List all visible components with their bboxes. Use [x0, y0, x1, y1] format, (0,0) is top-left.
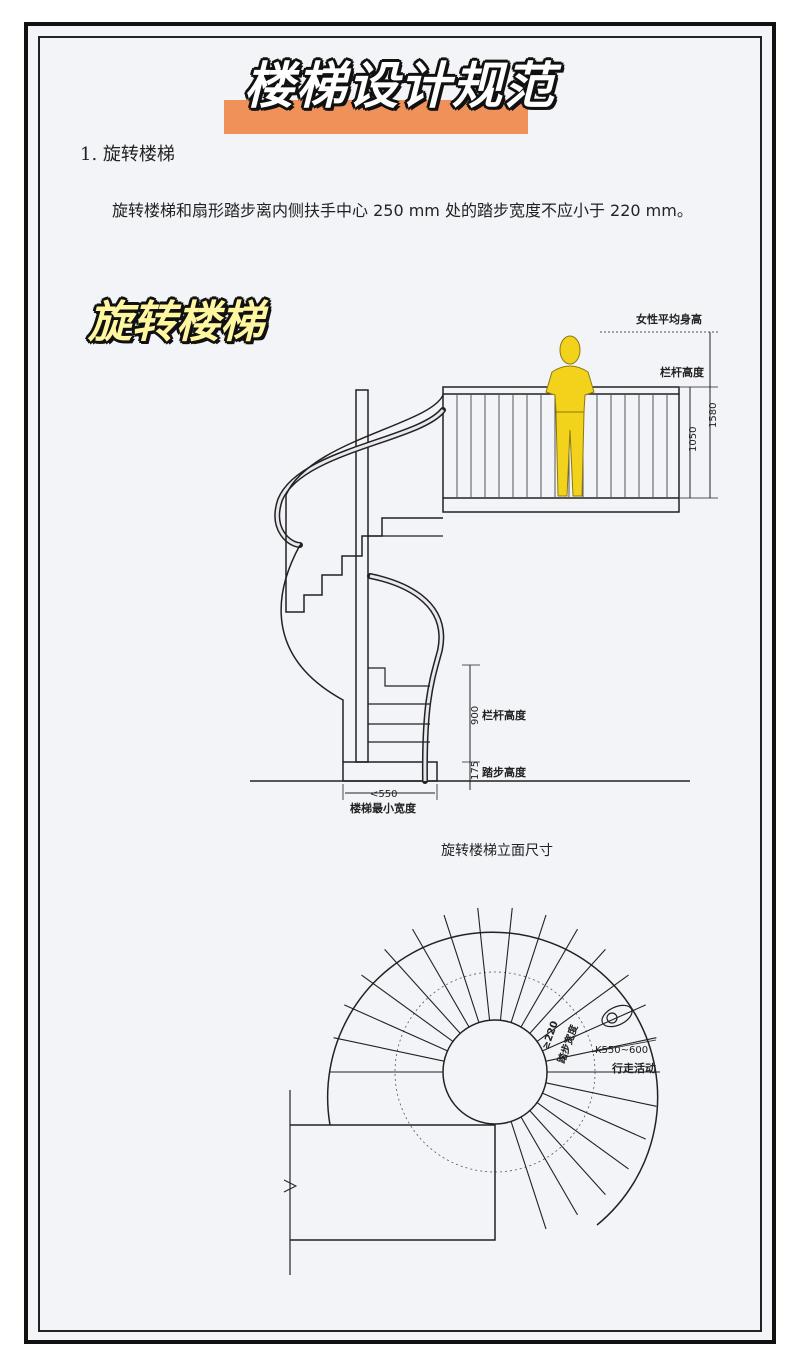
dim-550: <550	[370, 789, 397, 800]
plan-tread-line	[529, 949, 606, 1034]
plan-tread-line	[536, 974, 629, 1042]
plan-tread-line	[499, 907, 513, 1021]
plan-tread-line	[536, 1102, 629, 1170]
plan-walk-label: 行走活动	[611, 1061, 656, 1075]
plan-core	[442, 1019, 548, 1125]
plan-tread-line	[344, 1004, 448, 1052]
plan-tread-dim: ≥220	[540, 1020, 560, 1051]
person-top-view	[601, 1004, 633, 1028]
plan-tread-line	[520, 928, 578, 1028]
handrail-upper	[274, 407, 446, 548]
title-highlight	[224, 100, 528, 134]
label-railing-height-bottom: 栏杆高度	[482, 708, 527, 722]
plan-tread-line	[510, 914, 547, 1023]
sub-title: 旋转楼梯	[88, 297, 264, 348]
woman-figure	[545, 335, 595, 497]
stair-stringer-lower	[280, 544, 344, 762]
plan-tread-line	[412, 928, 470, 1028]
plan-tread-line	[529, 1110, 606, 1195]
plan-tread-line	[443, 914, 480, 1023]
upper-platform	[442, 497, 680, 513]
label-min-width: 楼梯最小宽度	[350, 801, 417, 815]
plan-tread-line	[545, 1037, 657, 1062]
section-heading: 1. 旋转楼梯	[80, 144, 175, 165]
elevation-caption: 旋转楼梯立面尺寸	[441, 843, 553, 859]
plan-outer-arc	[326, 931, 659, 1226]
plan-tread-line	[542, 1004, 646, 1052]
plan-tread-line	[361, 974, 454, 1042]
label-railing-height-top: 栏杆高度	[660, 365, 705, 379]
stair-base	[342, 761, 438, 782]
inner-frame	[38, 36, 762, 1332]
plan-walk-width: K550~600	[595, 1045, 648, 1056]
plan-tread-line	[510, 1121, 547, 1230]
label-step-height: 踏步高度	[482, 765, 527, 779]
stair-stringer-upper	[285, 394, 444, 613]
plan-tread-line	[333, 1037, 445, 1062]
page-title: 楼梯设计规范	[244, 57, 556, 115]
dim-175: 175	[470, 761, 481, 780]
plan-drawing: ≥220 踏步宽度 K550~600 行走活动	[283, 907, 660, 1275]
plan-landing	[290, 1124, 496, 1241]
label-woman-height: 女性平均身高	[636, 312, 702, 326]
outer-frame	[24, 22, 776, 1344]
plan-tread-line	[384, 949, 461, 1034]
dim-1580: 1580	[708, 403, 719, 428]
dim-900: 900	[470, 706, 481, 725]
plan-treads	[330, 907, 660, 1230]
plan-tread-line	[520, 1116, 578, 1216]
plan-tread-line	[477, 907, 491, 1021]
plan-tread-line	[542, 1092, 646, 1140]
dim-1050: 1050	[688, 427, 699, 452]
plan-tread-line	[545, 1082, 657, 1107]
section-body: 旋转楼梯和扇形踏步离内侧扶手中心 250 mm 处的踏步宽度不应小于 220 m…	[112, 201, 693, 220]
